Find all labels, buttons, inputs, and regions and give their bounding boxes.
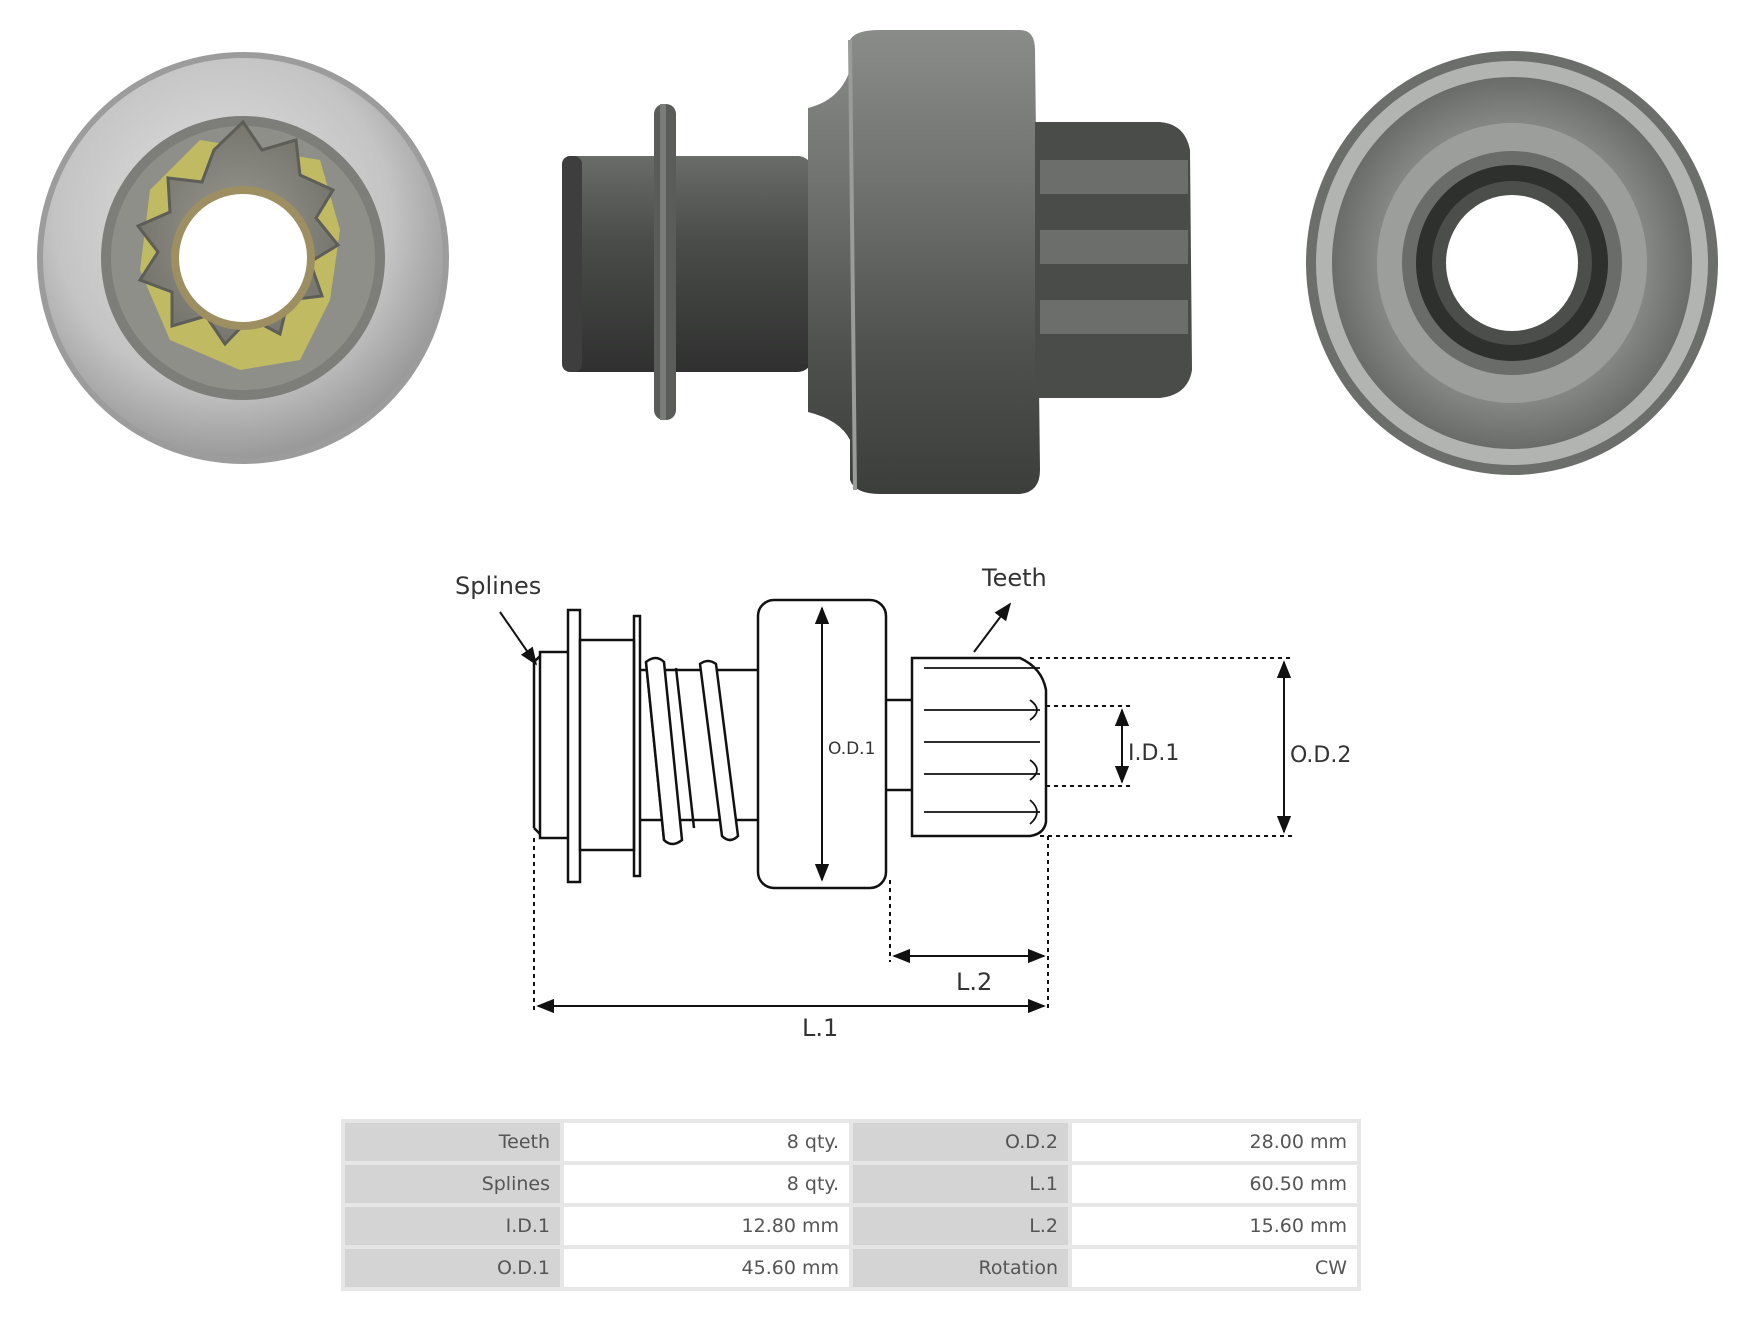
spec-value: 15.60 mm	[1072, 1207, 1357, 1245]
spec-table: Teeth 8 qty. O.D.2 28.00 mm Splines 8 qt…	[341, 1119, 1361, 1291]
spec-value: 12.80 mm	[564, 1207, 849, 1245]
spec-label: O.D.1	[345, 1249, 560, 1287]
spec-label: I.D.1	[345, 1207, 560, 1245]
spec-label: Rotation	[853, 1249, 1068, 1287]
splines-label: Splines	[455, 572, 541, 600]
spec-value: CW	[1072, 1249, 1357, 1287]
spec-value: 8 qty.	[564, 1165, 849, 1203]
spec-label: L.2	[853, 1207, 1068, 1245]
spec-label: L.1	[853, 1165, 1068, 1203]
side-view-photo	[562, 30, 1192, 494]
pinion-shape	[910, 656, 1048, 838]
dimension-lines	[499, 602, 1292, 1014]
teeth-label: Teeth	[981, 564, 1047, 592]
table-row: Teeth 8 qty. O.D.2 28.00 mm	[345, 1123, 1357, 1161]
spec-value: 60.50 mm	[1072, 1165, 1357, 1203]
id1-label: I.D.1	[1128, 741, 1179, 766]
spec-label: Splines	[345, 1165, 560, 1203]
od2-label: O.D.2	[1290, 743, 1351, 768]
l1-label: L.1	[802, 1014, 838, 1042]
spec-label: Teeth	[345, 1123, 560, 1161]
product-photos	[37, 30, 1718, 494]
front-view-photo	[37, 52, 449, 464]
spec-value: 45.60 mm	[564, 1249, 849, 1287]
od1-label: O.D.1	[828, 739, 875, 759]
splines-shape	[538, 650, 572, 840]
flange-shape	[566, 608, 582, 884]
table-row: I.D.1 12.80 mm L.2 15.60 mm	[345, 1207, 1357, 1245]
spec-label: O.D.2	[853, 1123, 1068, 1161]
technical-drawing: Splines Teeth O.D.1 I.D.1 O.D.2 L.2 L.1	[455, 564, 1351, 1042]
l2-label: L.2	[956, 968, 992, 996]
table-row: O.D.1 45.60 mm Rotation CW	[345, 1249, 1357, 1287]
spec-value: 28.00 mm	[1072, 1123, 1357, 1161]
spec-value: 8 qty.	[564, 1123, 849, 1161]
table-row: Splines 8 qty. L.1 60.50 mm	[345, 1165, 1357, 1203]
back-view-photo	[1306, 51, 1718, 475]
